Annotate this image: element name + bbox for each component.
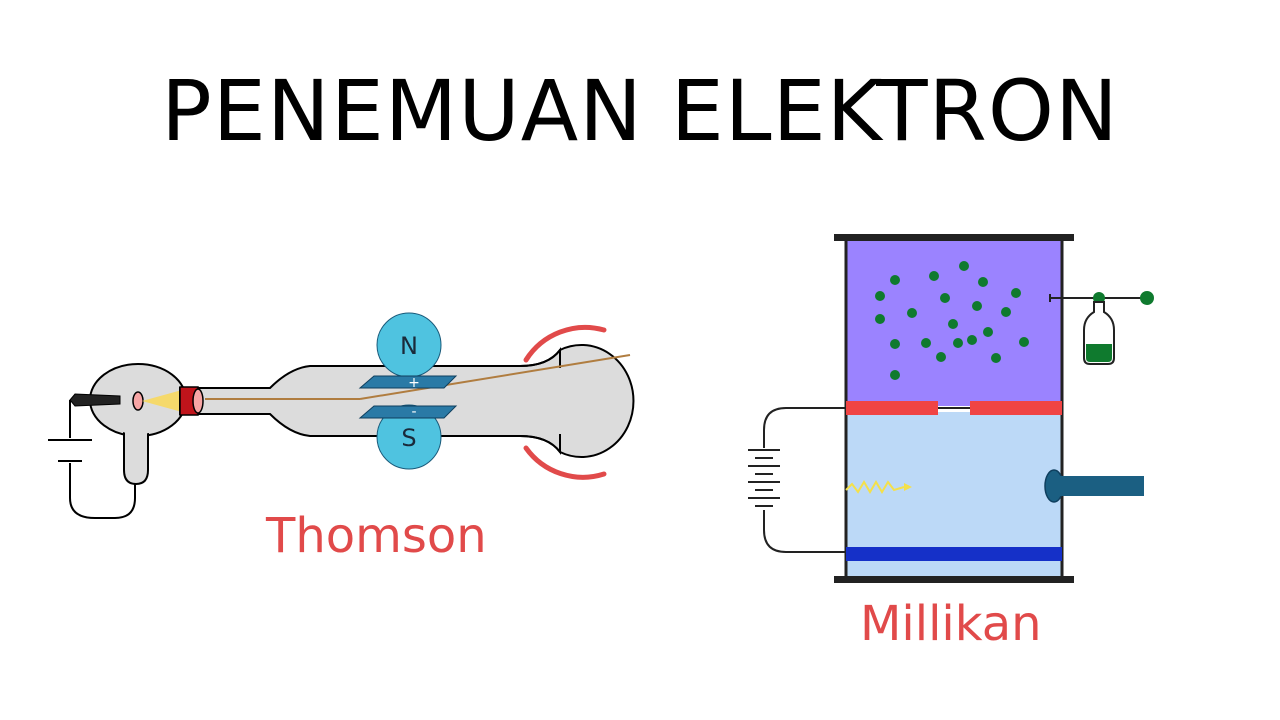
cathode-rod <box>69 393 121 407</box>
plate-negative <box>358 405 458 419</box>
screen-arc-top <box>523 324 607 363</box>
upper-plate-left <box>846 401 938 415</box>
magnet-south-label: S <box>401 424 416 452</box>
battery-stack <box>748 449 780 507</box>
plate-negative-label: - <box>411 404 416 420</box>
millikan-caption: Millikan <box>860 596 1042 652</box>
microscope-tube <box>1058 476 1144 496</box>
screen-bulb <box>559 344 635 458</box>
plate-positive <box>358 375 458 389</box>
thomson-caption: Thomson <box>266 508 487 564</box>
thomson-circuit-wire-lower <box>69 463 136 519</box>
bottom-plate <box>846 547 1062 561</box>
electron-beam-deflected <box>359 354 631 400</box>
chamber-top-cap <box>834 234 1074 241</box>
magnet-north-label: N <box>400 332 418 360</box>
oil-drops <box>875 261 1029 380</box>
magnet-south <box>376 404 442 470</box>
xray-wave <box>845 480 905 494</box>
upper-plate-right <box>970 401 1062 415</box>
screen-arc-bottom <box>523 445 607 480</box>
plate-positive-label: + <box>408 375 420 391</box>
page-title: PENEMUAN ELEKTRON <box>161 62 1119 160</box>
beam-cone <box>142 390 182 412</box>
bulb-stem <box>123 430 149 486</box>
millikan-circuit-wire <box>763 407 846 448</box>
chamber-bottom-cap <box>834 576 1074 583</box>
atomizer-bulb <box>1140 291 1154 305</box>
